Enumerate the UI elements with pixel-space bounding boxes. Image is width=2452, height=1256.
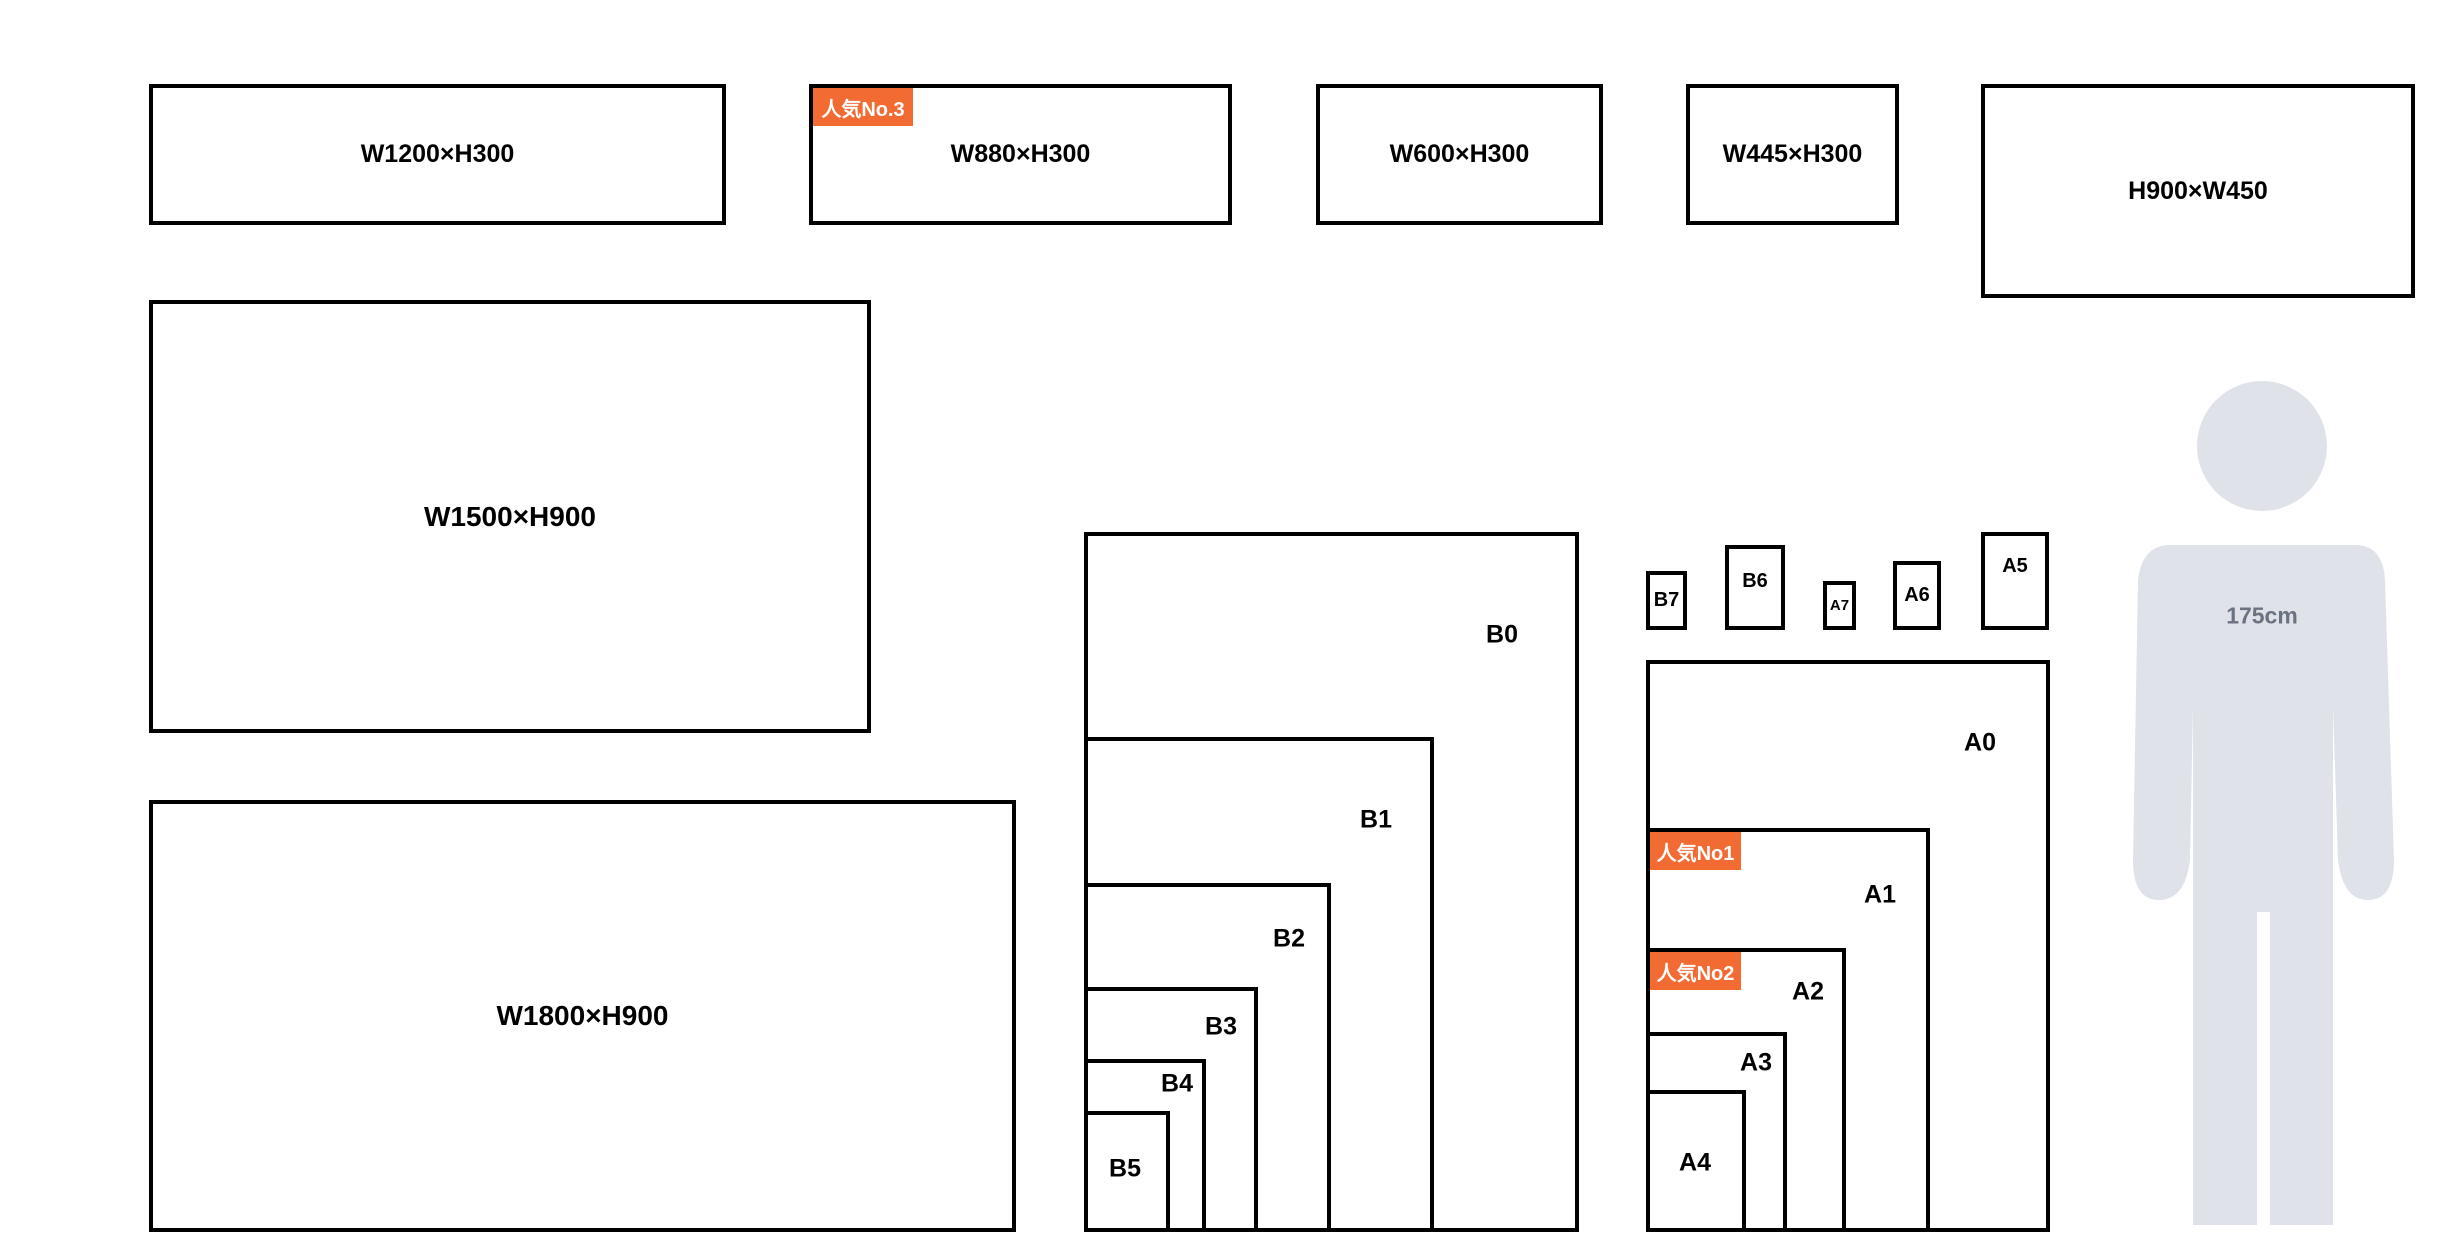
label-a6: A6 [1904, 584, 1930, 606]
paper-b6: B6 [1725, 545, 1785, 630]
frame-label: W1800×H900 [496, 1000, 669, 1031]
frame-w1500-h900: W1500×H900 [149, 300, 871, 733]
popular-badge-no3: 人気No.3 [813, 88, 913, 126]
label-b1: B1 [1360, 805, 1392, 834]
frame-h900-w450: H900×W450 [1981, 84, 2415, 298]
frame-label: H900×W450 [2128, 176, 2268, 205]
label-a0: A0 [1964, 728, 1996, 757]
label-a2: A2 [1792, 977, 1824, 1006]
label-b0: B0 [1486, 620, 1518, 649]
paper-a6: A6 [1893, 561, 1941, 630]
label-b4: B4 [1161, 1069, 1193, 1098]
person-head [2197, 381, 2327, 511]
frame-w880-h300: W880×H300 [809, 84, 1232, 225]
frame-label: W600×H300 [1389, 140, 1530, 168]
person-height-label: 175cm [2226, 602, 2298, 629]
label-a3: A3 [1740, 1048, 1772, 1077]
person-body [2133, 545, 2394, 1225]
frame-label: W445×H300 [1722, 140, 1863, 168]
frame-w445-h300: W445×H300 [1686, 84, 1899, 225]
paper-a7: A7 [1823, 581, 1856, 630]
frame-w1200-h300: W1200×H300 [149, 84, 726, 225]
frame-label: W880×H300 [950, 140, 1091, 168]
paper-b5 [1084, 1111, 1170, 1232]
paper-b7: B7 [1646, 571, 1687, 630]
popular-badge-no2: 人気No2 [1650, 952, 1741, 990]
label-b3: B3 [1205, 1012, 1237, 1041]
popular-badge-no1: 人気No1 [1650, 832, 1741, 870]
frame-label: W1200×H300 [360, 140, 515, 168]
label-a5: A5 [2002, 554, 2028, 577]
label-a7: A7 [1829, 597, 1850, 614]
frame-label: W1500×H900 [423, 500, 596, 532]
label-b6: B6 [1742, 570, 1768, 592]
paper-a5: A5 [1981, 532, 2049, 630]
label-a4: A4 [1679, 1148, 1711, 1177]
label-b7: B7 [1653, 589, 1680, 611]
frame-w1800-h900: W1800×H900 [149, 800, 1016, 1232]
label-b5: B5 [1109, 1154, 1141, 1183]
label-a1: A1 [1864, 880, 1896, 909]
label-b2: B2 [1273, 924, 1305, 953]
paper-a4 [1646, 1090, 1746, 1232]
frame-w600-h300: W600×H300 [1316, 84, 1603, 225]
